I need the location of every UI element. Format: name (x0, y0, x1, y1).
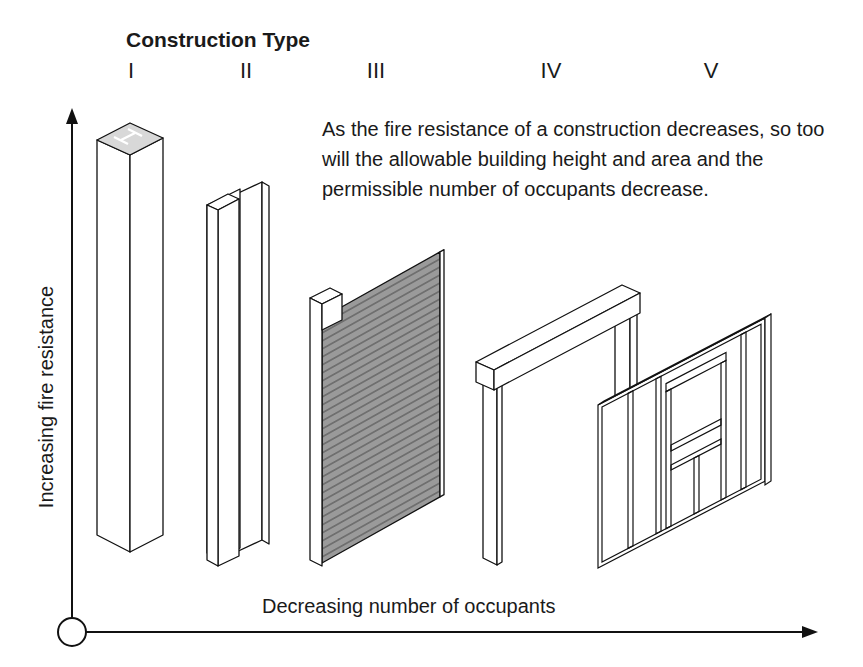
axis-label: Decreasing number of occupants (262, 595, 556, 618)
masonry-wall-type-iii (310, 250, 444, 566)
explanatory-note: As the fire resistance of a construction… (322, 114, 847, 204)
axis-origin (58, 618, 86, 646)
axis-arrowhead (66, 108, 78, 124)
heading: Construction Type (126, 28, 310, 52)
axis-arrowhead (802, 626, 818, 638)
type-numeral: II (240, 58, 252, 84)
vertical-axis (71, 122, 73, 618)
type-numeral: IV (541, 58, 562, 84)
column-type-i (97, 123, 163, 552)
type-numeral: I (128, 58, 134, 84)
steel-beam-type-ii (207, 182, 269, 566)
type-numeral: V (704, 58, 719, 84)
type-numeral: III (367, 58, 385, 84)
axis-label: Increasing fire resistance (35, 286, 58, 508)
wood-frame-wall-type-v (598, 314, 771, 568)
horizontal-axis (86, 631, 805, 633)
